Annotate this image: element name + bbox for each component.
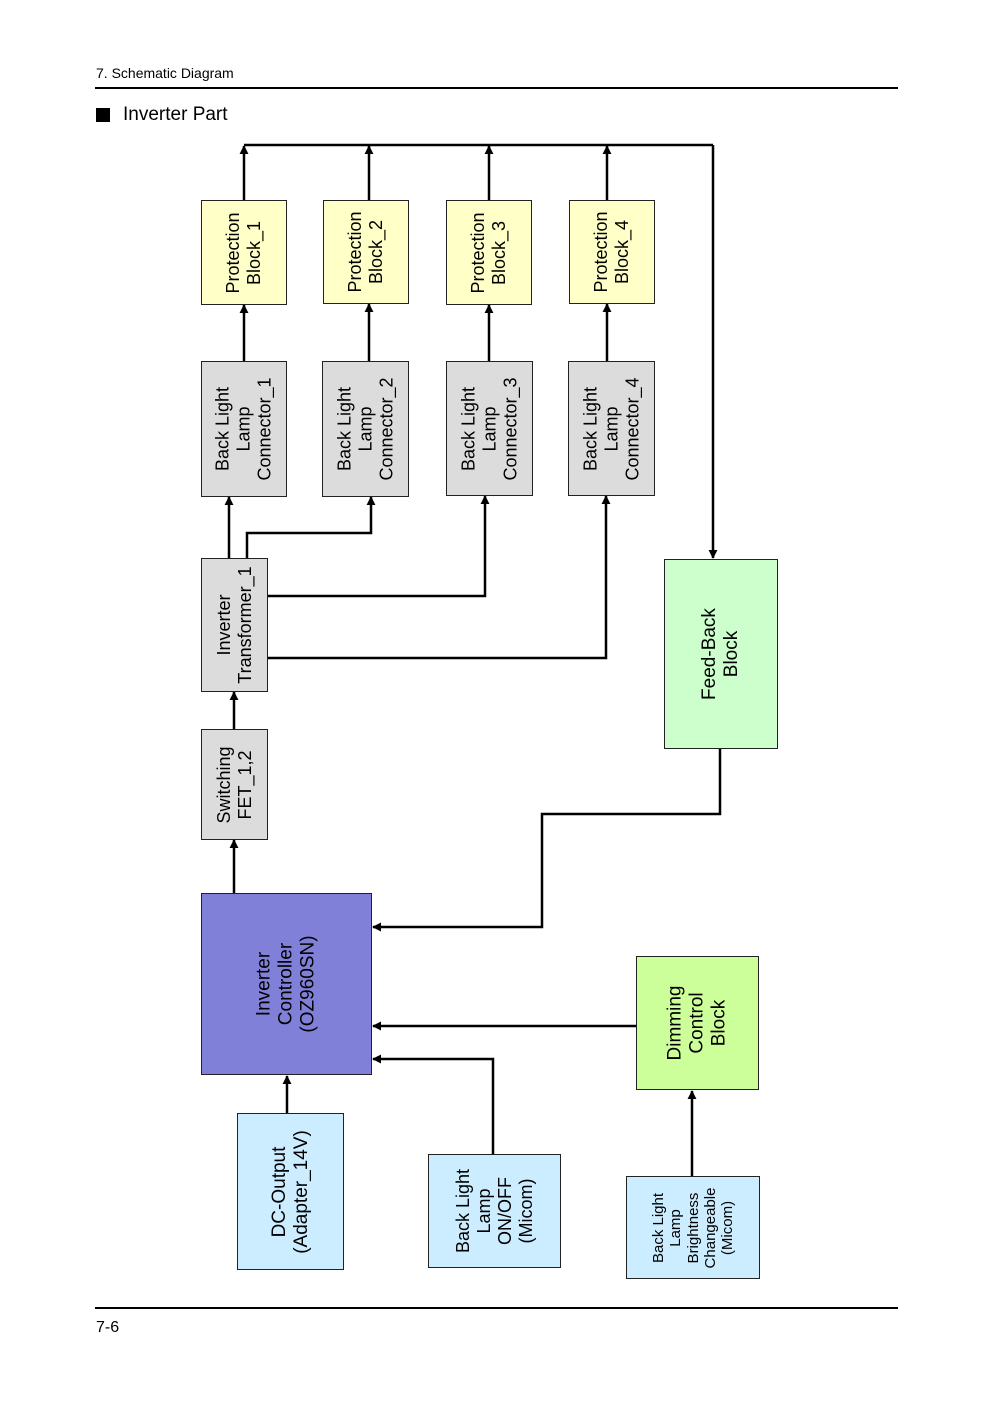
protection-block-2: Protection Block_2	[323, 200, 409, 304]
header-rule	[95, 87, 898, 89]
lamp-brightness-block: Back Light Lamp Brightness Changeable (M…	[626, 1176, 760, 1279]
protection-block-3: Protection Block_3	[446, 200, 532, 305]
wire-transformer-to-connector-2	[245, 496, 376, 558]
inverter-controller: Inverter Controller (OZ960SN)	[201, 893, 372, 1075]
section-heading: Inverter Part	[96, 104, 228, 126]
lamp-brightness-block-label: Back Light Lamp Brightness Changeable (M…	[649, 1187, 736, 1268]
wire-feedback-to-controller	[372, 748, 722, 932]
protection-block-3-label: Protection Block_3	[467, 211, 509, 294]
feedback-block: Feed-Back Block	[664, 559, 778, 749]
lamp-onoff-block: Back Light Lamp ON/OFF (Micom)	[428, 1154, 561, 1268]
square-bullet-icon	[96, 108, 110, 122]
switching-fet-label: Switching FET_1,2	[213, 745, 255, 824]
protection-block-1-label: Protection Block_1	[222, 211, 264, 294]
inverter-transformer: Inverter Transformer_1	[201, 558, 268, 692]
inverter-transformer-label: Inverter Transformer_1	[213, 566, 255, 684]
protection-block-4-label: Protection Block_4	[590, 211, 632, 293]
feedback-block-label: Feed-Back Block	[698, 608, 742, 700]
protection-block-2-label: Protection Block_2	[344, 211, 386, 293]
lamp-connector-1-label: Back Light Lamp Connector_1	[212, 377, 275, 481]
lamp-onoff-block-label: Back Light Lamp ON/OFF (Micom)	[452, 1168, 536, 1254]
page-header: 7. Schematic Diagram	[96, 65, 234, 81]
lamp-connector-4: Back Light Lamp Connector_4	[568, 361, 655, 496]
protection-block-1: Protection Block_1	[201, 200, 287, 305]
footer-rule	[95, 1307, 898, 1309]
lamp-connector-2: Back Light Lamp Connector_2	[322, 361, 409, 497]
dimming-control-block: Dimming Control Block	[636, 956, 759, 1090]
dimming-control-block-label: Dimming Control Block	[664, 985, 730, 1061]
wire-onoff-to-controller	[372, 1054, 495, 1154]
dc-output-block: DC-Output (Adapter_14V)	[237, 1113, 344, 1270]
lamp-connector-4-label: Back Light Lamp Connector_4	[579, 376, 643, 481]
protection-block-4: Protection Block_4	[569, 200, 655, 304]
wire-transformer-to-connector-4	[268, 495, 611, 660]
section-title: Inverter Part	[123, 104, 228, 125]
lamp-connector-3: Back Light Lamp Connector_3	[446, 361, 533, 496]
dc-output-block-label: DC-Output (Adapter_14V)	[268, 1129, 312, 1254]
lamp-connector-3-label: Back Light Lamp Connector_3	[457, 376, 521, 481]
page-number: 7-6	[96, 1319, 120, 1336]
switching-fet: Switching FET_1,2	[201, 729, 268, 840]
inverter-controller-label: Inverter Controller (OZ960SN)	[253, 935, 319, 1033]
lamp-connector-2-label: Back Light Lamp Connector_2	[333, 377, 397, 481]
lamp-connector-1: Back Light Lamp Connector_1	[201, 361, 287, 497]
wire-transformer-to-connector-3	[268, 495, 490, 598]
